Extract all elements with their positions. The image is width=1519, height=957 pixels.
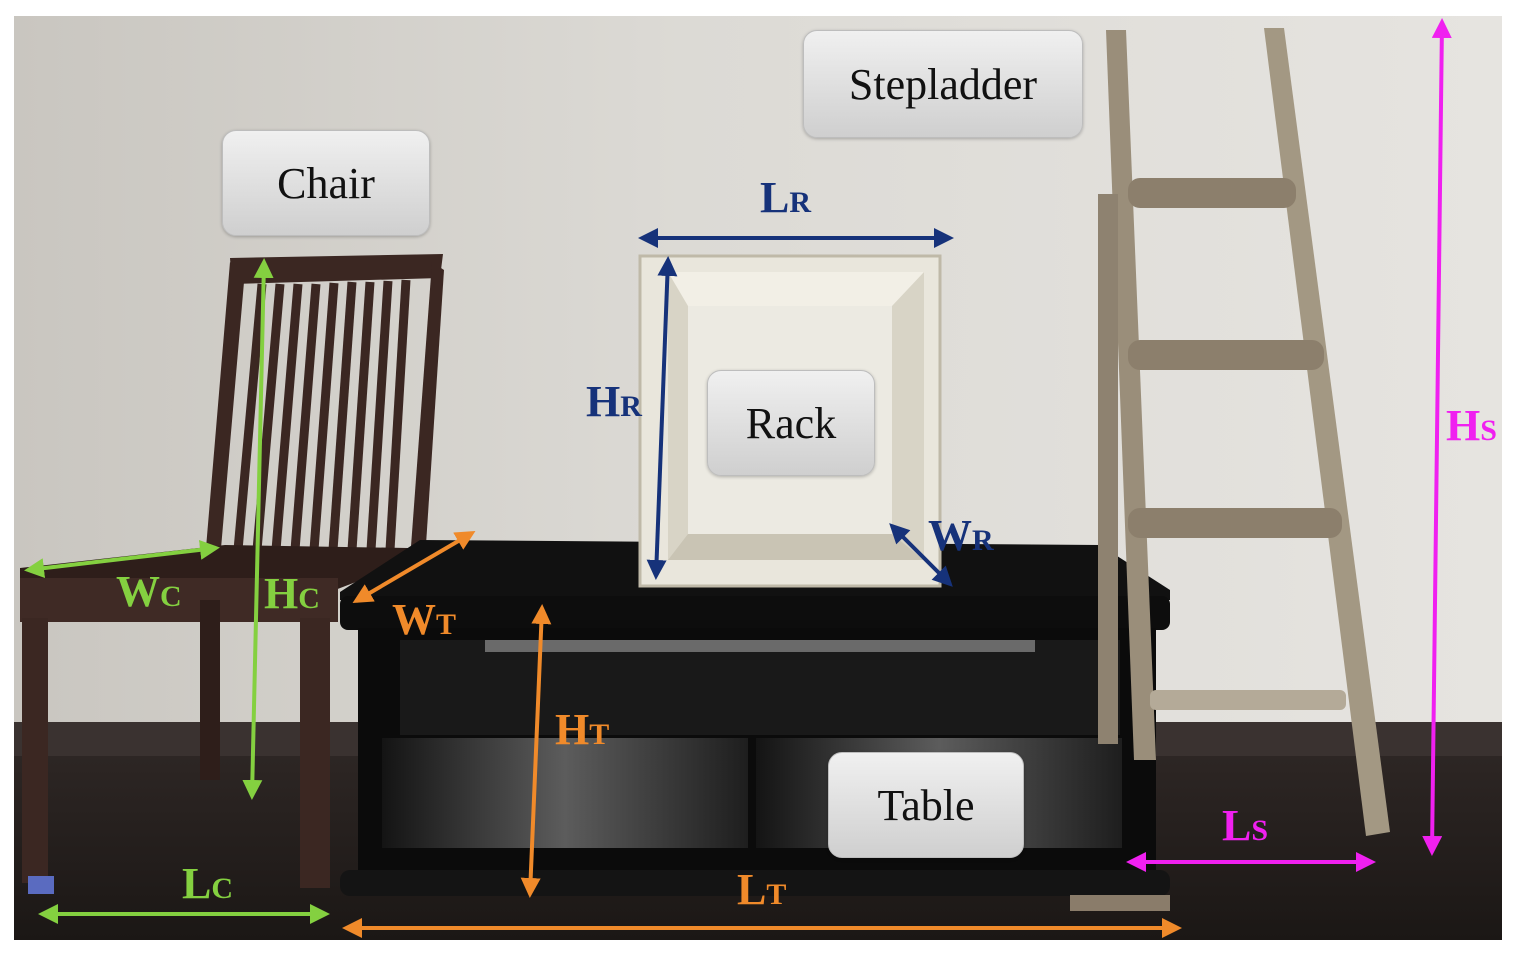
dim-sub: C bbox=[211, 872, 234, 905]
dim-main: W bbox=[928, 511, 972, 560]
table-height-arrow bbox=[520, 604, 552, 898]
dim-sub: R bbox=[972, 524, 994, 557]
dim-main: L bbox=[737, 865, 767, 914]
dim-sub: R bbox=[620, 390, 642, 423]
table-width-arrow bbox=[352, 530, 476, 604]
dim-sub: C bbox=[160, 580, 182, 613]
dim-main: L bbox=[1222, 801, 1252, 850]
stepladder-length-label: LS bbox=[1222, 804, 1268, 848]
chair-width-arrow bbox=[24, 539, 220, 579]
table-label: Table bbox=[828, 752, 1024, 858]
chair-label: Chair bbox=[222, 130, 430, 236]
table-length-label: LT bbox=[737, 868, 786, 912]
dim-sub: C bbox=[298, 582, 320, 615]
rack-width-arrow bbox=[889, 523, 953, 587]
rack-width-label: WR bbox=[928, 514, 994, 558]
rack-length-label: LR bbox=[760, 176, 811, 220]
rack-dimension-arrows bbox=[638, 228, 954, 587]
chair-width-label: WC bbox=[116, 570, 182, 614]
rack-label: Rack bbox=[707, 370, 875, 476]
dim-main: W bbox=[392, 595, 436, 644]
stepladder-image bbox=[1098, 28, 1390, 836]
dim-main: H bbox=[264, 569, 299, 618]
dim-sub: S bbox=[1480, 414, 1497, 447]
dim-main: L bbox=[760, 173, 790, 222]
dim-main: H bbox=[1446, 401, 1481, 450]
chair-dimension-arrows bbox=[24, 258, 330, 924]
dim-sub: T bbox=[589, 718, 610, 751]
dim-sub: T bbox=[766, 878, 787, 911]
stepladder-label: Stepladder bbox=[803, 30, 1083, 138]
chair-height-arrow bbox=[242, 258, 274, 800]
table-height-label: HT bbox=[555, 708, 609, 752]
stepladder-dimension-arrows bbox=[1126, 18, 1452, 872]
stepladder-height-label: HS bbox=[1446, 404, 1497, 448]
dim-main: W bbox=[116, 567, 160, 616]
dim-sub: T bbox=[436, 608, 457, 641]
dim-sub: S bbox=[1251, 814, 1269, 847]
table-width-label: WT bbox=[392, 598, 456, 642]
dim-main: H bbox=[555, 705, 590, 754]
table-dimension-arrows bbox=[342, 530, 1182, 938]
dim-main: L bbox=[182, 859, 212, 908]
chair-height-label: HC bbox=[264, 572, 320, 616]
chair-length-label: LC bbox=[182, 862, 233, 906]
table-image bbox=[340, 540, 1170, 911]
dim-main: H bbox=[586, 377, 621, 426]
stepladder-height-arrow bbox=[1422, 18, 1452, 856]
dim-sub: R bbox=[789, 186, 812, 219]
rack-height-arrow bbox=[646, 256, 678, 580]
rack-height-label: HR bbox=[586, 380, 642, 424]
